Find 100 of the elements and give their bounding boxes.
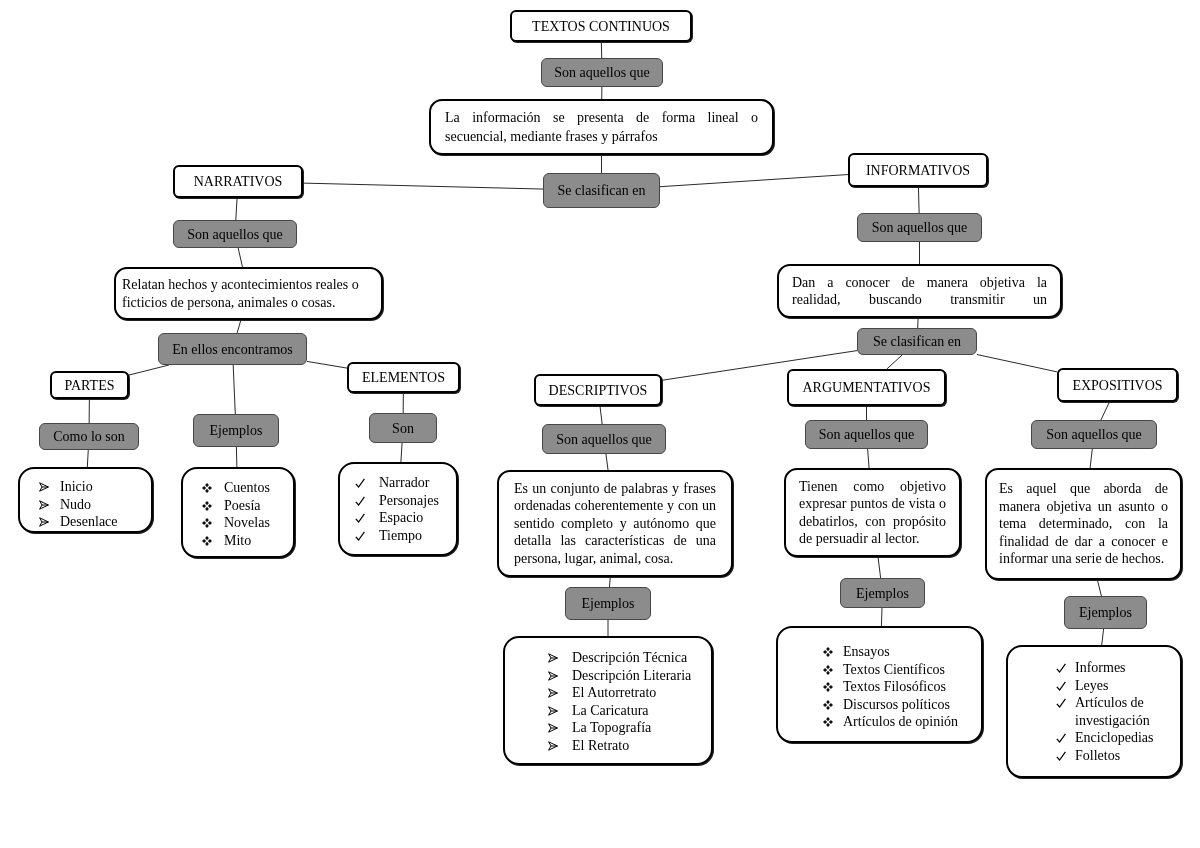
concept-label: NARRATIVOS	[193, 173, 283, 190]
list-item-text: Cuentos	[224, 479, 270, 497]
list-item-text: La Caricatura	[572, 701, 649, 719]
list-item-text: Artículos de investigación	[1075, 694, 1151, 729]
list-item-text: Inicio	[60, 478, 93, 496]
linking-phrase: Ejemplos	[209, 422, 263, 439]
list-item-text: Personajes	[379, 491, 439, 509]
list-item-text: Tiempo	[379, 526, 423, 544]
linking-phrase: Son aquellos que	[1046, 426, 1142, 443]
linking-phrase-box	[543, 173, 660, 208]
description-text: Es un conjunto de palabras y frases ordenadas coherentemente y con un sentido completo y autónomo que detalla las características de una persona, lugar, animal, cosa.	[513, 480, 717, 567]
connector-line	[86, 449, 89, 468]
example-list-box	[1006, 645, 1182, 778]
connector-line	[607, 619, 609, 637]
linking-phrase: En ellos encontramos	[172, 340, 293, 358]
description-box	[777, 264, 1062, 318]
list-item-text: Textos Científicos	[843, 660, 946, 678]
linking-phrase: Son	[392, 419, 414, 437]
concept-label: PARTES	[64, 376, 115, 394]
connector-line	[128, 364, 170, 376]
example-list-box	[181, 467, 295, 558]
description-box	[985, 468, 1182, 580]
concept-box	[173, 165, 303, 198]
description-text: Es aquel que aborda de manera objetiva un asunto o tema determinado, con la finalidad de dar a conocer e informar una serie de hechos.	[998, 480, 1169, 568]
list-item-text: Leyes	[1075, 676, 1110, 694]
connector-line	[400, 442, 403, 463]
linking-phrase: Son aquellos que	[556, 430, 652, 448]
example-list-box	[776, 626, 983, 743]
concept-label: EXPOSITIVOS	[1072, 376, 1163, 394]
connector-line	[605, 453, 609, 471]
linking-phrase: Son aquellos que	[871, 219, 968, 236]
connector-line	[232, 364, 236, 415]
linking-phrase-box	[369, 413, 437, 443]
linking-phrase: Son aquellos que	[818, 426, 915, 443]
linking-phrase: Ejemplos	[1079, 604, 1132, 621]
list-item-text: Descripción Técnica	[572, 649, 688, 667]
concept-box	[534, 374, 662, 406]
linking-phrase-box	[565, 587, 651, 620]
connector-line	[601, 154, 602, 174]
connector-line	[917, 317, 919, 329]
list-item-text: Nudo	[60, 495, 92, 513]
connector-line	[919, 241, 920, 265]
connector-line	[306, 360, 348, 369]
example-list-box	[338, 462, 458, 556]
linking-phrase-box	[541, 58, 663, 87]
description-box	[429, 99, 774, 155]
description-text: La información se presenta de forma lineal o secuencial, mediante frases y párrafos	[444, 109, 759, 146]
linking-phrase: Son aquellos que	[554, 64, 650, 81]
description-box	[114, 267, 383, 320]
connector-line	[1089, 448, 1093, 469]
concept-box	[787, 369, 946, 406]
list-item-text: La Topografía	[572, 719, 652, 737]
linking-phrase-box	[840, 578, 925, 608]
list-item-text: Folletos	[1075, 746, 1122, 764]
linking-phrase: Ejemplos	[856, 584, 909, 602]
connector-line	[302, 182, 544, 190]
connector-line	[235, 197, 238, 221]
list-item-text: Ensayos	[843, 643, 890, 661]
linking-phrase-box	[805, 420, 928, 449]
connector-line	[866, 405, 867, 421]
linking-phrase: Se clasifican en	[557, 182, 646, 199]
connector-line	[237, 247, 243, 268]
list-item-text: Descripción Literaria	[572, 666, 692, 684]
list-item-text: Textos Filosóficos	[843, 678, 946, 696]
linking-phrase-box	[173, 220, 297, 248]
connector-line	[608, 576, 611, 588]
linking-phrase-box	[39, 423, 139, 450]
list-item-text: Espacio	[379, 509, 424, 527]
connector-line	[877, 556, 882, 579]
example-list-box	[503, 636, 713, 765]
list-item-text: Enciclopedias	[1075, 729, 1155, 747]
connector-line	[600, 41, 603, 59]
list-item-text: Desenlace	[60, 513, 118, 531]
connector-line	[886, 354, 903, 370]
concept-label: ELEMENTOS	[362, 369, 445, 386]
connector-line	[599, 405, 603, 425]
list-item-text: Novelas	[224, 514, 270, 532]
connector-line	[867, 448, 870, 469]
concept-label: TEXTOS CONTINUOS	[532, 17, 670, 35]
connector-line	[917, 186, 920, 214]
concept-box	[347, 362, 460, 393]
linking-phrase-box	[1064, 596, 1147, 629]
list-item-text: Discursos políticos	[843, 695, 950, 713]
description-text: Tienen como objetivo expresar puntos de vista o debatirlos, con propósito de persuadir al lector.	[798, 477, 947, 548]
concept-box	[1057, 368, 1178, 402]
linking-phrase: Se clasifican en	[873, 333, 961, 350]
list-item-text: El Autorretrato	[572, 684, 657, 702]
example-list-box	[18, 467, 153, 533]
linking-phrase: Ejemplos	[581, 595, 635, 612]
linking-phrase: Como lo son	[53, 428, 125, 445]
list-item-text: El Retrato	[572, 736, 630, 754]
connector-line	[880, 607, 883, 627]
list-item-text: Mito	[224, 531, 252, 549]
connector-line	[235, 446, 238, 468]
description-text: Dan a conocer de manera objetiva la realidad, buscando transmitir un	[791, 273, 1048, 309]
connector-line	[236, 319, 242, 334]
connector-line	[1101, 628, 1105, 646]
connector-line	[601, 86, 603, 100]
concept-box	[50, 371, 129, 399]
concept-label: DESCRIPTIVOS	[548, 381, 648, 399]
